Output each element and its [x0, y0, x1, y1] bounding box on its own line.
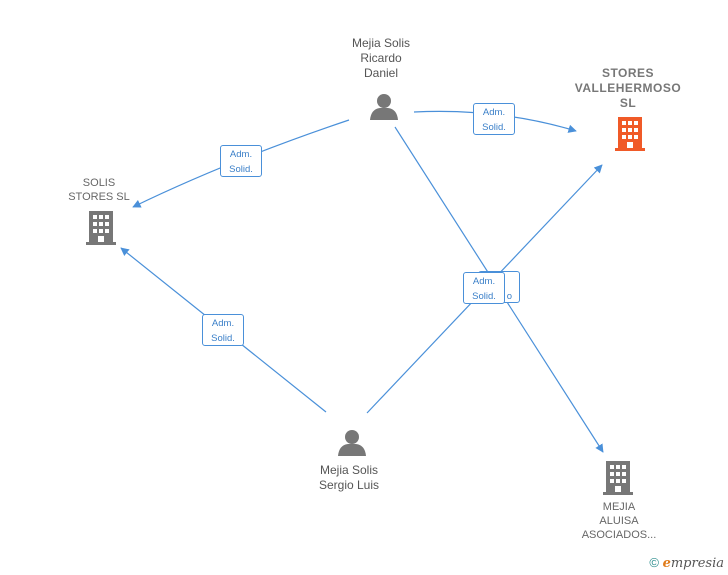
person-icon[interactable] — [337, 428, 367, 461]
company-label-solis-stores[interactable]: SOLIS STORES SL — [68, 177, 130, 203]
company-label-mejia-aluisa[interactable]: MEJIA ALUISA ASOCIADOS... — [581, 501, 657, 541]
brand-logo: empresia — [662, 556, 724, 571]
building-icon[interactable] — [86, 211, 116, 250]
relation-line1: Adm. — [482, 107, 506, 118]
relation-badge-ricardo-solis[interactable]: Adm. Solid. — [220, 145, 262, 177]
relation-line2: Solid. — [482, 122, 506, 133]
company-label-stores-vallehermoso[interactable]: STORES VALLEHERMOSO SL — [574, 66, 682, 110]
person-icon[interactable] — [369, 92, 399, 125]
relation-line2: Solid. — [472, 291, 496, 302]
relation-badge-sergio-vallehermoso[interactable]: Adm. Solid. — [463, 272, 505, 304]
relation-badge-ricardo-vallehermoso[interactable]: Adm. Solid. — [473, 103, 515, 135]
person-label-ricardo[interactable]: Mejia Solis Ricardo Daniel — [351, 36, 411, 80]
person-label-sergio[interactable]: Mejia Solis Sergio Luis — [318, 463, 380, 492]
relation-line2: Solid. — [211, 333, 235, 344]
relation-badge-sergio-solis[interactable]: Adm. Solid. — [202, 314, 244, 346]
building-icon[interactable] — [615, 117, 645, 156]
relation-line1: Adm. — [229, 149, 253, 160]
relation-line2: Solid. — [229, 164, 253, 175]
relation-line1: Adm. — [472, 276, 496, 287]
building-icon[interactable] — [603, 461, 633, 500]
copyright-icon: © — [649, 555, 659, 570]
relation-fragment: o — [506, 291, 512, 302]
footer-brand: © empresia — [649, 555, 724, 571]
relation-line1: Adm. — [211, 318, 235, 329]
